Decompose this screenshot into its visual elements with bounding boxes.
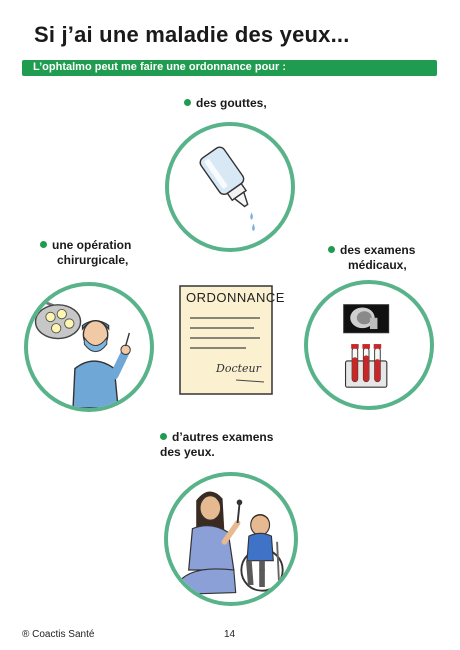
medical-scan-and-blood-tubes-icon bbox=[343, 304, 390, 388]
subtitle-banner: L’ophtalmo peut me faire une ordonnance … bbox=[22, 60, 437, 76]
eye-drops-bottle-icon bbox=[199, 146, 255, 232]
label-operation: une opération chirurgicale, bbox=[40, 238, 131, 268]
footer-copyright: ® Coactis Santé bbox=[22, 629, 95, 640]
page-number: 14 bbox=[224, 629, 236, 640]
prescription-document: ORDONNANCE Docteur bbox=[176, 282, 284, 398]
drops-illustration bbox=[165, 122, 295, 252]
bullet-dot-icon bbox=[40, 241, 47, 248]
eye-exam-illustration bbox=[164, 472, 298, 606]
eye-exam-icon bbox=[174, 491, 284, 596]
label-autres-examens: d’autres examens des yeux. bbox=[160, 430, 274, 459]
label-gouttes: des gouttes, bbox=[184, 96, 267, 111]
prescription-signature: Docteur bbox=[216, 362, 261, 375]
surgeon-icon bbox=[32, 295, 131, 408]
medical-exams-illustration bbox=[304, 280, 434, 410]
surgery-illustration bbox=[24, 282, 154, 412]
bullet-dot-icon bbox=[184, 99, 191, 106]
page-title: Si j’ai une maladie des yeux... bbox=[34, 22, 350, 47]
banner-text: L’ophtalmo peut me faire une ordonnance … bbox=[33, 61, 287, 73]
bullet-dot-icon bbox=[328, 246, 335, 253]
prescription-document-icon bbox=[179, 285, 273, 395]
prescription-heading: ORDONNANCE bbox=[186, 290, 285, 305]
label-examens: des examens médicaux, bbox=[328, 243, 415, 273]
bullet-dot-icon bbox=[160, 433, 167, 440]
